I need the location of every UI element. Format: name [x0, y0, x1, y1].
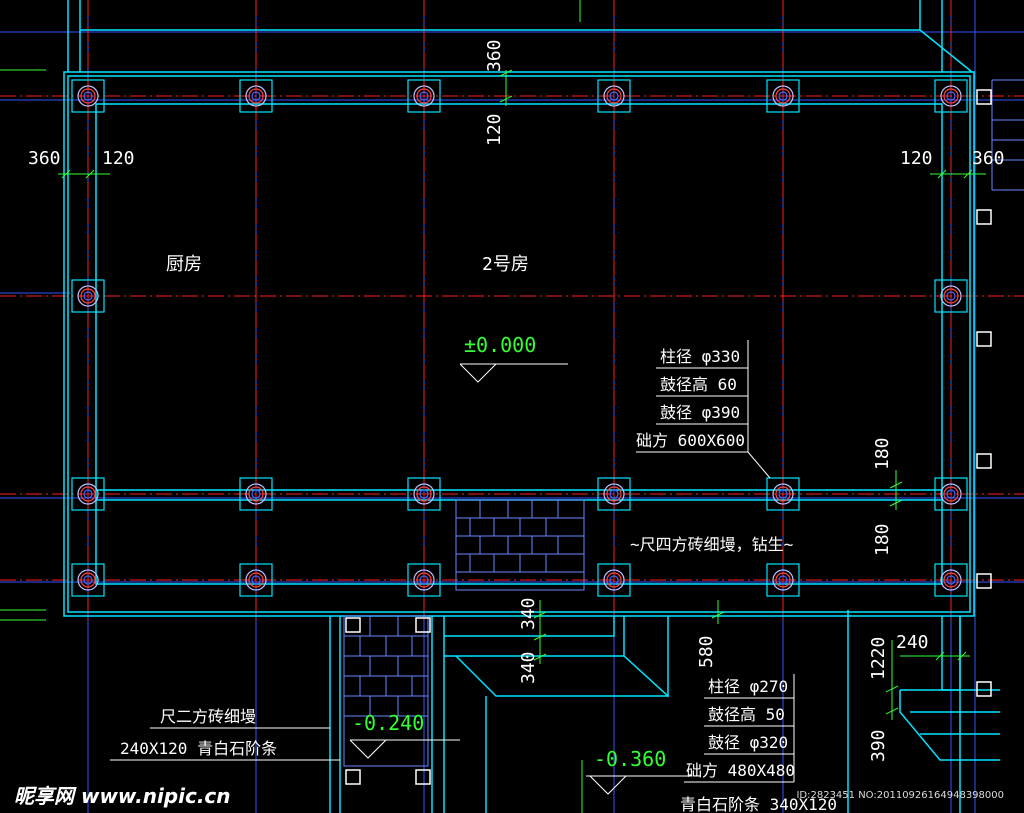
spec-lower-row-4: 础方 480X480 — [686, 761, 795, 780]
elevation-floor: ±0.000 — [464, 333, 536, 357]
elevation-marker-floor — [459, 363, 568, 383]
column-base — [239, 563, 273, 597]
right-stair-hatch — [991, 79, 1024, 191]
note-paving-small: 尺二方砖细墁 — [160, 707, 256, 726]
watermark-site: 昵享网 www.nipic.cn — [14, 784, 231, 808]
column-base — [934, 279, 968, 313]
room-label-kitchen: 厨房 — [166, 254, 202, 275]
wall-outline — [63, 0, 1000, 813]
column-base — [71, 79, 105, 113]
dim-bottom-2: 340 — [518, 651, 539, 684]
spec-table-lower — [684, 674, 795, 783]
note-step-strip-bottom: 青白石阶条 340X120 — [680, 795, 837, 813]
dim-bottom-6: 240 — [896, 632, 929, 653]
dim-mid-lower: 180 — [872, 523, 893, 556]
column-base — [934, 477, 968, 511]
column-base — [407, 563, 441, 597]
column-base — [766, 477, 800, 511]
column-base — [407, 477, 441, 511]
dim-top-inner: 120 — [484, 113, 505, 146]
note-step-strip: 240X120 青白石阶条 — [120, 739, 277, 758]
column-base — [934, 563, 968, 597]
paving-hatch — [343, 499, 585, 767]
column-base — [71, 477, 105, 511]
room-label-room2: 2号房 — [482, 254, 529, 275]
spec-upper-row-1: 柱径 φ330 — [660, 347, 740, 366]
spec-table-upper — [636, 340, 771, 479]
dim-bottom-5: 1220 — [868, 637, 889, 680]
spec-lower-row-2: 鼓径高 50 — [708, 705, 785, 724]
elevation-marker-low — [586, 775, 692, 795]
spec-lower-row-3: 鼓径 φ320 — [708, 733, 788, 752]
dim-bottom-1: 340 — [518, 597, 539, 630]
dimension-lines — [0, 0, 986, 813]
dim-bottom-4: 580 — [696, 635, 717, 668]
elevation-low: -0.360 — [594, 747, 666, 771]
column-grid — [71, 79, 968, 597]
column-base — [934, 79, 968, 113]
red-axis-lines — [0, 0, 1024, 620]
dim-right-inner: 120 — [900, 148, 933, 169]
dim-mid-upper: 180 — [872, 437, 893, 470]
spec-upper-row-2: 鼓径高 60 — [660, 375, 737, 394]
spec-upper-row-3: 鼓径 φ390 — [660, 403, 740, 422]
elevation-mid: -0.240 — [352, 711, 424, 735]
dim-bottom-7: 390 — [868, 729, 889, 762]
column-base — [239, 79, 273, 113]
column-base — [71, 563, 105, 597]
dim-left-outer: 360 — [28, 148, 61, 169]
elevation-marker-mid — [349, 739, 460, 759]
column-base — [597, 79, 631, 113]
column-base — [597, 563, 631, 597]
spec-upper-row-4: 础方 600X600 — [636, 431, 745, 450]
column-base — [71, 279, 105, 313]
note-leader-lines — [110, 727, 340, 761]
dim-top-offset: 360 — [484, 39, 505, 72]
watermark-id: ID:2823451 NO:20110926164948398000 — [796, 790, 1004, 801]
column-base — [239, 477, 273, 511]
dim-right-outer: 360 — [972, 148, 1005, 169]
column-base — [597, 477, 631, 511]
column-base — [766, 79, 800, 113]
note-paving: ~尺四方砖细墁，钻生~ — [630, 535, 793, 554]
edge-markers — [345, 89, 992, 785]
column-base — [407, 79, 441, 113]
spec-lower-row-1: 柱径 φ270 — [708, 677, 788, 696]
column-base — [766, 563, 800, 597]
dim-left-inner: 120 — [102, 148, 135, 169]
